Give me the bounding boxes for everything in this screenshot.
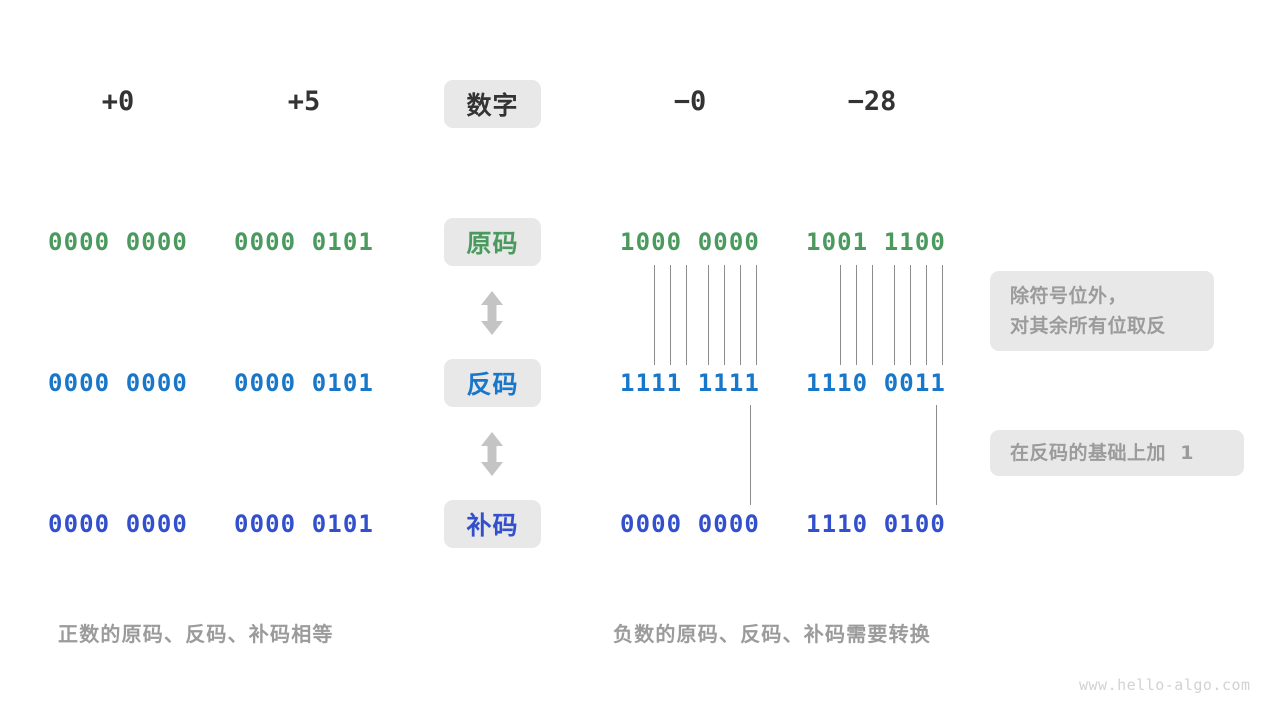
row-fanma-value-plus-five: 0000 0101 — [234, 369, 374, 397]
row-label-fanma: 反码 — [444, 359, 541, 407]
note-add-one: 在反码的基础上加 1 — [990, 430, 1244, 476]
note-invert-line-2: 对其余所有位取反 — [1010, 315, 1167, 337]
note-invert-line-1: 除符号位外， — [1010, 285, 1128, 307]
note-invert-bits: 除符号位外， 对其余所有位取反 — [990, 271, 1214, 351]
connector-line-invert — [926, 265, 928, 365]
row-label-yuanma: 原码 — [444, 218, 541, 266]
connector-line-invert — [840, 265, 842, 365]
caption-positive: 正数的原码、反码、补码相等 — [58, 622, 334, 646]
connector-line-invert — [708, 265, 710, 365]
row-yuanma-value-minus-twentyeight: 1001 1100 — [806, 228, 946, 256]
row-label-buma: 补码 — [444, 500, 541, 548]
row-fanma-value-minus-twentyeight: 1110 0011 — [806, 369, 946, 397]
header-column-plus-five: +5 — [287, 86, 321, 117]
connector-line-invert — [654, 265, 656, 365]
connector-line-invert — [894, 265, 896, 365]
row-buma-value-minus-zero: 0000 0000 — [620, 510, 760, 538]
connector-line-invert — [670, 265, 672, 365]
connector-line-invert — [740, 265, 742, 365]
row-yuanma-value-minus-zero: 1000 0000 — [620, 228, 760, 256]
row-buma-value-minus-twentyeight: 1110 0100 — [806, 510, 946, 538]
connector-line-plus-one — [936, 405, 938, 505]
row-yuanma-value-plus-five: 0000 0101 — [234, 228, 374, 256]
row-buma-value-plus-five: 0000 0101 — [234, 510, 374, 538]
header-column-plus-zero: +0 — [101, 86, 135, 117]
row-buma-value-plus-zero: 0000 0000 — [48, 510, 188, 538]
note-add-one-line-1: 在反码的基础上加 1 — [1010, 442, 1194, 464]
row-yuanma-value-plus-zero: 0000 0000 — [48, 228, 188, 256]
caption-negative: 负数的原码、反码、补码需要转换 — [613, 622, 931, 646]
connector-line-invert — [756, 265, 758, 365]
connector-line-plus-one — [750, 405, 752, 505]
row-fanma-value-minus-zero: 1111 1111 — [620, 369, 760, 397]
up-down-arrow-icon — [475, 289, 509, 337]
connector-line-invert — [856, 265, 858, 365]
connector-line-invert — [910, 265, 912, 365]
up-down-arrow-icon — [475, 430, 509, 478]
connector-line-invert — [942, 265, 944, 365]
watermark-url: www.hello-algo.com — [1079, 676, 1251, 694]
connector-line-invert — [724, 265, 726, 365]
header-column-minus-zero: −0 — [673, 86, 707, 117]
header-column-minus-twentyeight: −28 — [847, 86, 897, 117]
connector-line-invert — [686, 265, 688, 365]
header-badge-number: 数字 — [444, 80, 541, 128]
row-fanma-value-plus-zero: 0000 0000 — [48, 369, 188, 397]
connector-line-invert — [872, 265, 874, 365]
